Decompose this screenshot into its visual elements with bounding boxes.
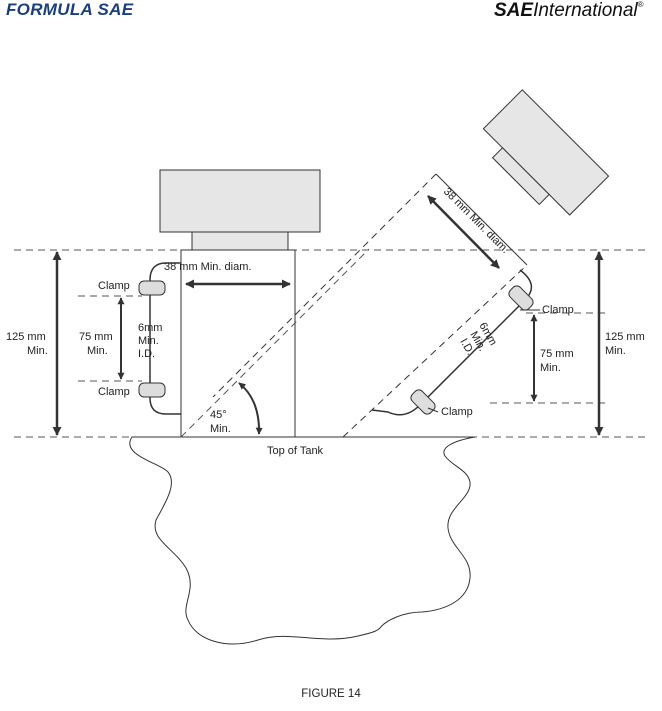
tank-outline [129,436,476,645]
sae-logo-mark: ® [637,0,644,9]
left-hose-label-2: Min. [138,335,159,347]
left-clamp-spacing-label-1: 75 mm [79,331,113,343]
right-neck-side-line [342,264,528,438]
right-filler-assembly [212,89,610,438]
left-height-label-2: Min. [27,345,48,357]
left-top-clamp [138,280,166,296]
left-filler-cap [159,169,321,233]
left-45-degree-line [180,248,370,438]
right-height-label-1: 125 mm [605,331,645,343]
angle-label-1: 45° [210,409,227,421]
left-angle-arrow [238,382,263,435]
left-bottom-clamp [138,382,166,398]
left-cap-collar [191,231,289,251]
right-clamp-spacing-label-1: 75 mm [540,348,574,360]
formula-sae-logo: FORMULA SAE [6,0,134,19]
left-diameter-label: 38 mm Min. diam. [164,261,251,273]
right-cap-collar [491,147,550,206]
left-top-clamp-label: Clamp [98,280,130,292]
top-of-tank-label: Top of Tank [267,445,324,457]
angle-label-2: Min. [210,423,231,435]
sae-international-logo: SAEInternational® [494,0,644,22]
left-hose-label-1: 6mm [138,322,162,334]
right-top-clamp [508,285,534,311]
right-clamp-spacing-label-2: Min. [540,362,561,374]
figure-caption: FIGURE 14 [301,688,361,700]
right-bottom-clamp-label: Clamp [441,406,473,418]
right-diameter-arrow [427,195,500,269]
right-vent-hose [371,269,533,416]
left-vent-hose [149,262,181,415]
sae-logo-text: International [533,0,638,21]
left-bottom-clamp-label: Clamp [98,386,130,398]
left-filler-assembly [52,169,370,438]
left-filler-neck [180,249,296,438]
right-neck-left-edge [212,173,437,398]
reference-lines [14,249,645,438]
left-hose-label-3: I.D. [138,348,155,360]
sae-logo-bold: SAE [494,0,534,21]
right-top-clamp-label: Clamp [542,304,574,316]
left-height-label-1: 125 mm [6,331,46,343]
left-clamp-spacing-label-2: Min. [87,345,108,357]
right-height-label-2: Min. [605,345,626,357]
